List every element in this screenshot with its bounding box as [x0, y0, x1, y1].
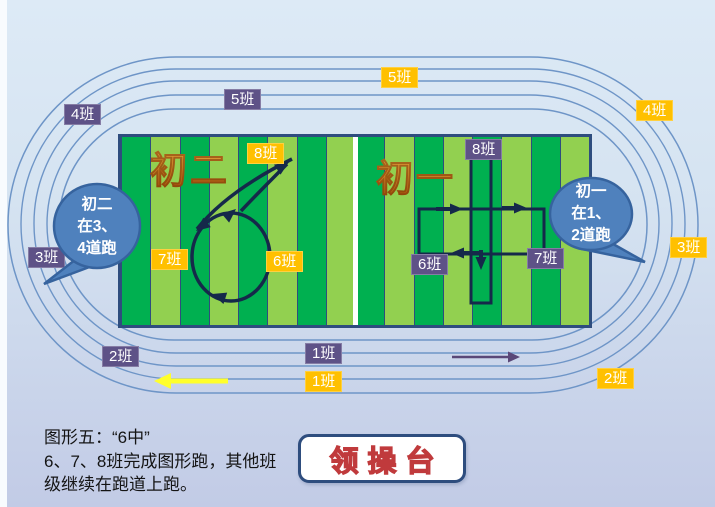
- field-center-line: [352, 137, 358, 325]
- bubble-line: 在1、: [571, 205, 611, 222]
- bubble-line: 初二: [81, 196, 113, 213]
- yellow-direction-arrow: [154, 373, 228, 389]
- class-label-orange: 3班: [670, 237, 708, 258]
- class-label-purple: 8班: [465, 139, 503, 160]
- field-stripe: [267, 137, 297, 325]
- class-label-orange: 8班: [247, 143, 285, 164]
- bubble-line: 2道跑: [571, 227, 611, 244]
- arrowhead: [508, 351, 520, 363]
- field-stripe: [238, 137, 268, 325]
- class-label-orange: 7班: [151, 249, 189, 270]
- class-label-purple: 7班: [527, 248, 565, 269]
- field-stripe: [325, 137, 355, 325]
- class-label-orange: 4班: [636, 100, 674, 121]
- grade2-bubble-text: 初二 在3、 4道跑: [55, 194, 139, 260]
- field-stripe: [472, 137, 502, 325]
- class-label-purple: 2班: [102, 346, 140, 367]
- class-label-orange: 5班: [381, 67, 419, 88]
- class-label-purple: 4班: [64, 104, 102, 125]
- bubble-line: 初一: [575, 183, 607, 200]
- grade1-title: 初一: [376, 148, 456, 202]
- grade2-title: 初二: [150, 140, 230, 194]
- caption-line-2: 6、7、8班完成图形跑，其他班: [44, 451, 277, 471]
- field-stripe: [296, 137, 326, 325]
- caption-line-1: 图形五：“6中”: [44, 428, 150, 447]
- class-label-purple: 6班: [411, 254, 449, 275]
- caption: 图形五：“6中” 6、7、8班完成图形跑，其他班 级继续在跑道上跑。: [44, 426, 276, 497]
- class-label-orange: 2班: [597, 368, 635, 389]
- arrowhead: [154, 373, 171, 389]
- class-label-purple: 1班: [305, 343, 343, 364]
- bubble-line: 在3、: [77, 218, 117, 235]
- leader-platform-box: 领操台: [298, 434, 466, 483]
- leader-platform-label: 领操台: [329, 445, 444, 478]
- class-label-orange: 1班: [305, 371, 343, 392]
- slide-left-edge: [0, 0, 7, 507]
- grade1-bubble-text: 初一 在1、 2道跑: [549, 181, 633, 247]
- bubble-line: 4道跑: [77, 240, 117, 257]
- field-stripe: [501, 137, 531, 325]
- caption-line-3: 级继续在跑道上跑。: [44, 475, 197, 494]
- class-label-purple: 5班: [224, 89, 262, 110]
- purple-direction-arrow: [452, 351, 520, 363]
- class-label-orange: 6班: [266, 251, 304, 272]
